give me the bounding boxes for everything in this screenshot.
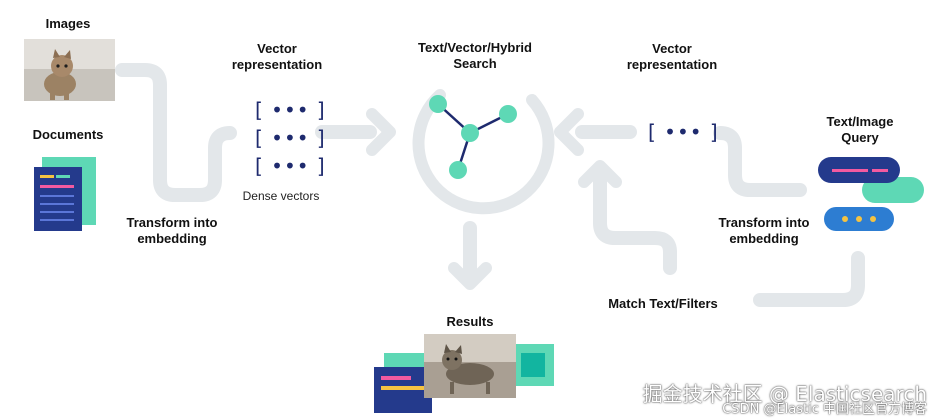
- flow-path-query: [713, 126, 807, 197]
- arrowhead-right: [366, 108, 396, 156]
- document-icon: [34, 157, 96, 231]
- watermark-sub: CSDN @Elastic 中国社区官方博客: [722, 402, 927, 417]
- network-icon: [429, 95, 517, 179]
- flow-path-filters: [753, 251, 865, 307]
- query-icon: [818, 157, 924, 231]
- vector-representation-right-label: Vector representation: [626, 41, 718, 72]
- dense-vectors-label: Dense vectors: [242, 189, 320, 203]
- documents-label: Documents: [32, 127, 104, 142]
- query-label: Text/Image Query: [826, 114, 894, 145]
- results-label: Results: [446, 314, 494, 329]
- vector-item: [ ••• ]: [255, 126, 326, 150]
- flow-paths: [115, 63, 865, 307]
- arrowhead-left: [554, 108, 584, 156]
- search-ring: [412, 89, 555, 215]
- vector-item-query: [ ••• ]: [648, 120, 719, 144]
- transform-right-label: Transform into embedding: [718, 215, 810, 246]
- kitten-image: [24, 39, 115, 101]
- vector-representation-left-label: Vector representation: [231, 41, 323, 72]
- vector-item: [ ••• ]: [255, 154, 326, 178]
- watermark-main: 掘金技术社区 @ Elasticsearch: [642, 382, 927, 406]
- flow-path-match-up: [593, 171, 677, 275]
- vector-item: [ ••• ]: [255, 98, 326, 122]
- match-filters-label: Match Text/Filters: [608, 296, 718, 311]
- arrowheads: [366, 108, 622, 290]
- arrowhead-down: [448, 262, 492, 290]
- results-kitten-image: [424, 334, 516, 398]
- arrowhead-up: [578, 160, 622, 188]
- search-label: Text/Vector/Hybrid Search: [418, 40, 532, 71]
- images-label: Images: [45, 16, 91, 31]
- transform-left-label: Transform into embedding: [126, 215, 218, 246]
- flow-path-images: [115, 63, 237, 202]
